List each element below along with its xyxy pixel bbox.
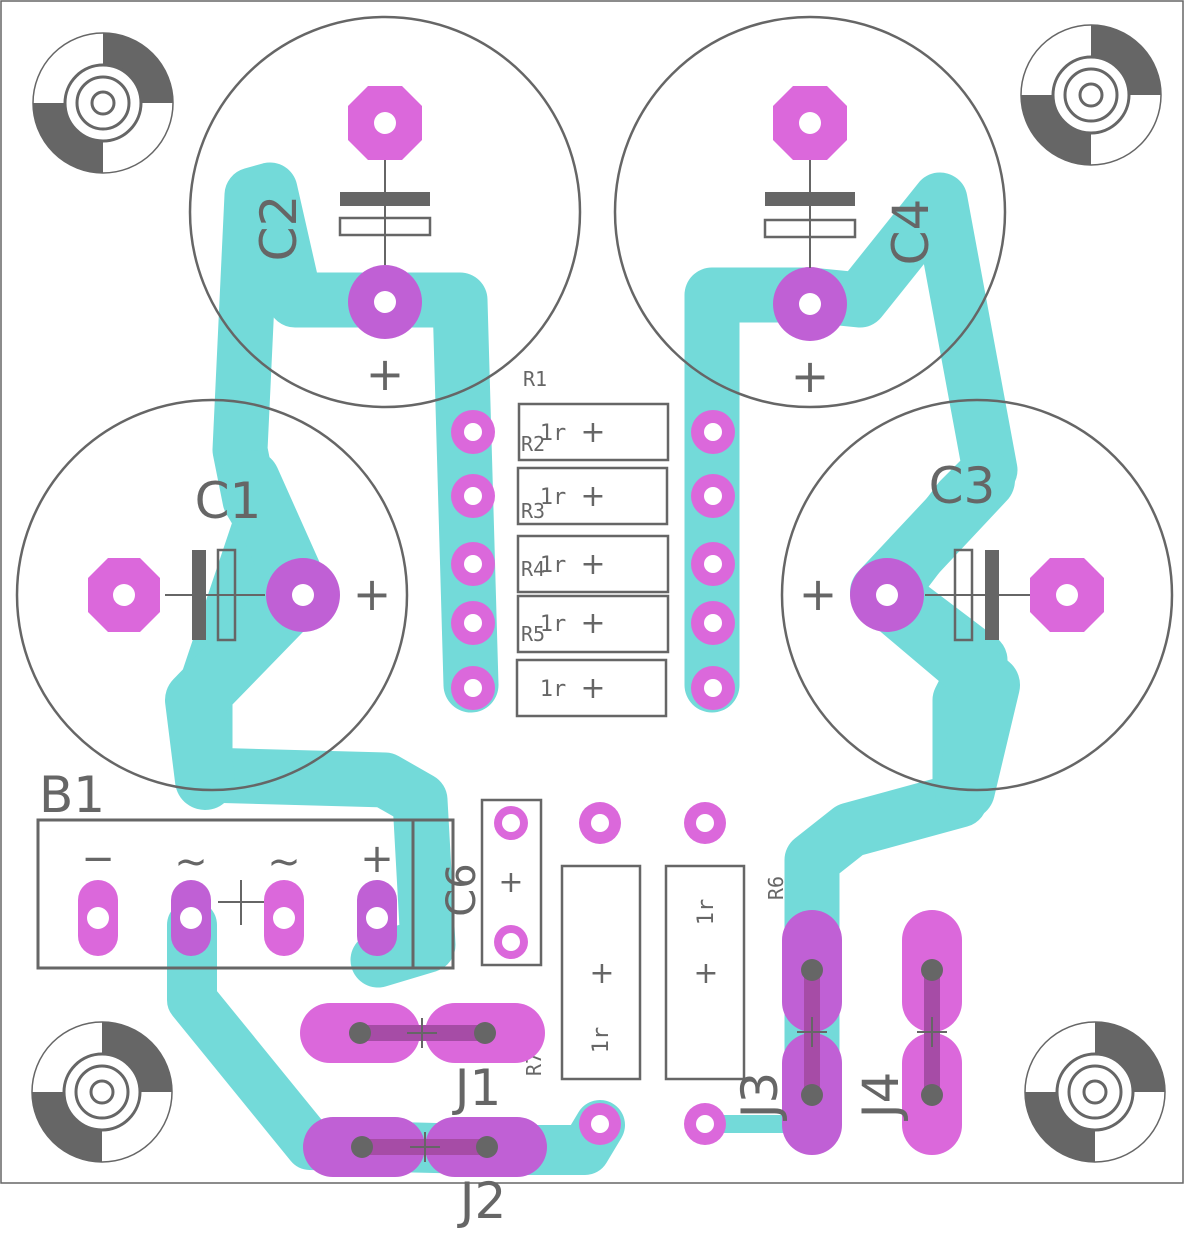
b1-designator: B1 <box>39 766 105 824</box>
b1-pin1-label: − <box>81 836 115 882</box>
c3-plus: + <box>799 567 838 621</box>
mounting-hole-top-right <box>1020 24 1162 166</box>
mounting-hole-bottom-left <box>31 1021 173 1163</box>
mounting-hole-top-left <box>32 32 174 174</box>
c2-plus: + <box>366 347 405 401</box>
r6-plus: + <box>693 956 718 991</box>
c3-outline <box>780 398 1174 792</box>
b1-pin2-label: ~ <box>174 839 208 885</box>
r2-designator: R2 <box>521 432 545 456</box>
r6-designator: R6 <box>764 876 788 900</box>
resistor-r2: 1r + R2 <box>451 432 735 526</box>
r7-plus: + <box>589 956 614 991</box>
j4-designator: J4 <box>852 1072 910 1122</box>
c2-outline <box>188 15 582 409</box>
c3-designator: C3 <box>929 457 996 515</box>
j2-designator: J2 <box>457 1172 507 1230</box>
resistor-r1: 1r + R1 <box>451 367 735 462</box>
capacitor-c4: + C4 <box>613 15 1007 409</box>
r2-value: 1r <box>540 485 567 510</box>
capacitor-c6: + C6 <box>439 798 543 967</box>
r6-value: 1r <box>694 899 719 926</box>
r1-designator: R1 <box>523 367 547 391</box>
trace-right-main-fill <box>850 450 1020 820</box>
j1-designator: J1 <box>452 1059 502 1117</box>
r4-plus: + <box>580 606 605 641</box>
resistor-r7: + 1r R7 <box>522 802 642 1145</box>
trace-left-main-fill <box>165 450 330 810</box>
b1-pin4-label: + <box>360 836 394 882</box>
connector-j1: J1 <box>300 1003 545 1117</box>
bridge-b1: B1 − ~ ~ + <box>36 766 455 970</box>
r2-plus: + <box>580 479 605 514</box>
connector-j3: J3 <box>731 910 842 1155</box>
c2-designator: C2 <box>250 195 308 262</box>
c4-outline <box>613 15 1007 409</box>
r5-designator: R5 <box>521 622 545 646</box>
r3-value: 1r <box>540 553 567 578</box>
c6-designator: C6 <box>439 863 485 916</box>
c6-plus: + <box>498 865 523 900</box>
c1-outline <box>15 398 409 792</box>
c1-designator: C1 <box>195 472 262 530</box>
resistor-bank: 1r + R1 1r + R2 1r + R3 1r + R4 <box>451 367 735 718</box>
c4-plus: + <box>791 349 830 403</box>
r4-value: 1r <box>540 612 567 637</box>
c1-plus: + <box>353 567 392 621</box>
r4-designator: R4 <box>521 557 545 581</box>
mounting-hole-bottom-right <box>1024 1021 1166 1163</box>
capacitor-c1: + C1 <box>15 398 409 792</box>
connector-j4: J4 <box>852 910 962 1155</box>
r1-plus: + <box>580 415 605 450</box>
resistor-r4: 1r + R4 <box>451 557 735 654</box>
resistor-r6: + 1r R6 <box>664 802 788 1145</box>
connector-j2: J2 <box>303 1117 547 1230</box>
r5-plus: + <box>580 671 605 706</box>
capacitor-c3: + C3 <box>780 398 1174 792</box>
b1-pin3-label: ~ <box>267 839 301 885</box>
r3-designator: R3 <box>521 499 545 523</box>
capacitor-c2: + C2 <box>188 15 582 409</box>
r5-value: 1r <box>540 677 567 702</box>
r1-value: 1r <box>540 421 567 446</box>
resistor-r5: 1r + R5 <box>451 622 735 718</box>
c4-designator: C4 <box>882 199 940 266</box>
r3-plus: + <box>580 547 605 582</box>
resistor-r3: 1r + R3 <box>451 499 735 594</box>
r7-value: 1r <box>589 1027 614 1054</box>
j3-designator: J3 <box>731 1072 789 1122</box>
